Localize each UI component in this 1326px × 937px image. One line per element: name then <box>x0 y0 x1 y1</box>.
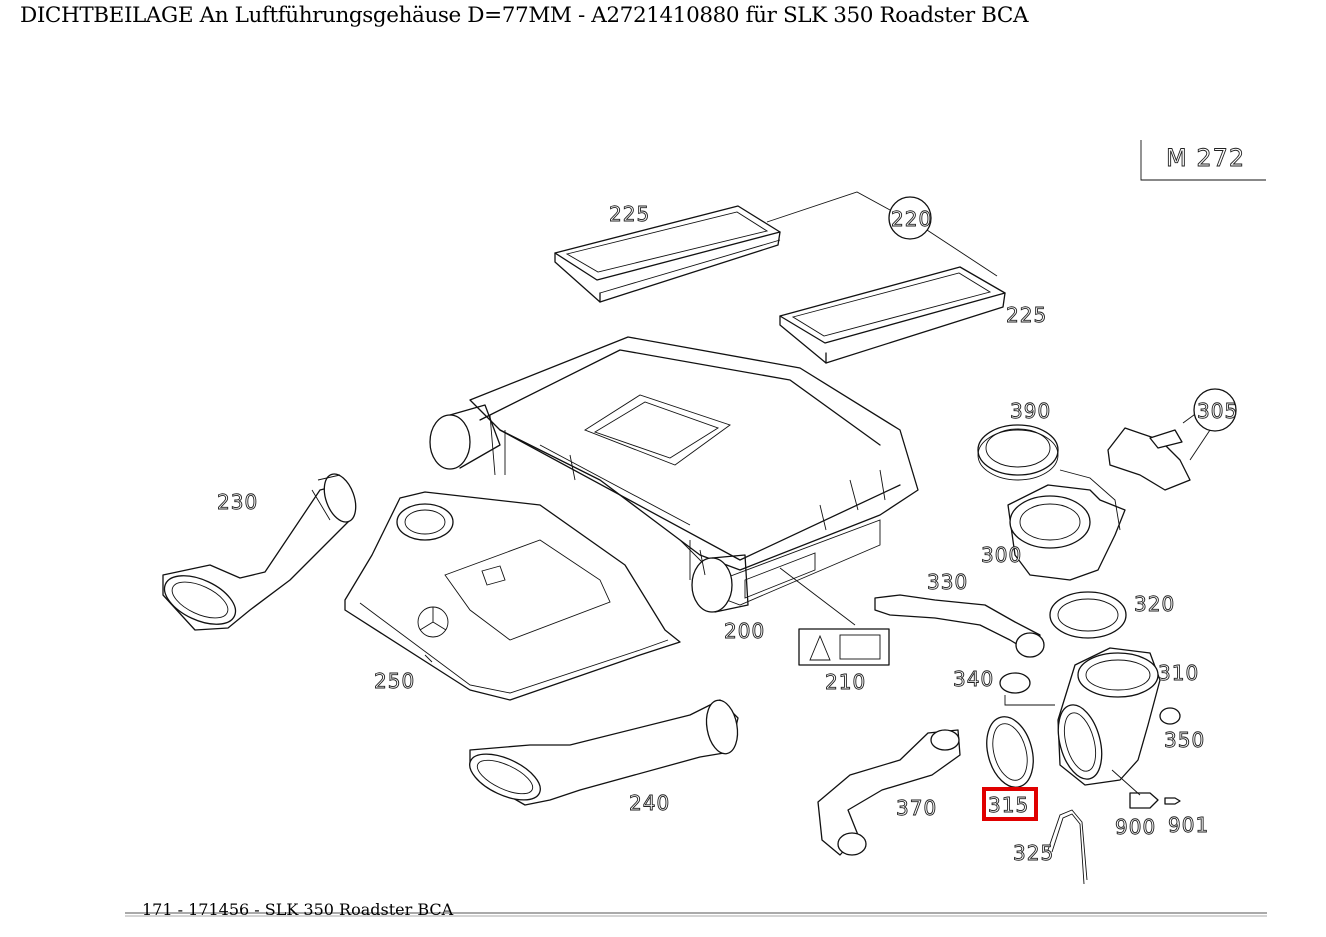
part-label-340[interactable]: 340 <box>953 667 994 692</box>
air-intake-housing-300 <box>1007 469 1126 581</box>
part-label-300[interactable]: 300 <box>981 543 1022 568</box>
callout-circle-305 <box>1193 388 1237 432</box>
engine-code-box: M 272 <box>1140 140 1266 181</box>
page-title: DICHTBEILAGE An Luftführungsgehäuse D=77… <box>20 3 1029 28</box>
leader-220a <box>766 191 891 223</box>
hose-330 <box>874 594 1045 658</box>
warning-label-210 <box>779 567 890 666</box>
bracket-305 <box>1107 411 1211 491</box>
part-label-900[interactable]: 900 <box>1115 815 1156 840</box>
part-label-315[interactable]: 315 <box>988 793 1029 818</box>
part-label-230[interactable]: 230 <box>217 490 258 515</box>
seal-320 <box>1049 591 1127 639</box>
part-label-220[interactable]: 220 <box>891 207 932 232</box>
part-label-310[interactable]: 310 <box>1158 661 1199 686</box>
clamp-340 <box>999 672 1055 706</box>
part-label-225-bottom[interactable]: 225 <box>1006 303 1047 328</box>
part-label-325[interactable]: 325 <box>1013 841 1054 866</box>
callout-circle-220 <box>888 196 932 240</box>
seal-ring-315 <box>986 716 1034 788</box>
air-duct-230 <box>162 473 357 631</box>
footer-vehicle-info: 171 - 171456 - SLK 350 Roadster BCA <box>142 900 454 919</box>
part-label-250[interactable]: 250 <box>374 669 415 694</box>
part-label-200[interactable]: 200 <box>724 619 765 644</box>
engine-code-label: M 272 <box>1166 144 1245 172</box>
engine-cover-250 <box>344 491 681 701</box>
part-label-370[interactable]: 370 <box>896 796 937 821</box>
part-label-305[interactable]: 305 <box>1197 399 1238 424</box>
air-filter-225-top <box>554 205 781 303</box>
highlight-box-315 <box>982 787 1038 821</box>
hose-370 <box>817 729 961 856</box>
part-label-225-top[interactable]: 225 <box>609 202 650 227</box>
air-filter-housing-200 <box>429 336 919 613</box>
part-label-240[interactable]: 240 <box>629 791 670 816</box>
air-duct-240 <box>469 699 739 806</box>
part-label-210[interactable]: 210 <box>825 670 866 695</box>
leader-220b <box>926 229 998 277</box>
air-filter-225-bottom <box>779 266 1006 364</box>
part-label-320[interactable]: 320 <box>1134 592 1175 617</box>
air-duct-housing-310 <box>1057 647 1161 786</box>
part-label-330[interactable]: 330 <box>927 570 968 595</box>
part-label-390[interactable]: 390 <box>1010 399 1051 424</box>
cap-350 <box>1159 707 1181 725</box>
part-label-350[interactable]: 350 <box>1164 728 1205 753</box>
gasket-325 <box>1047 809 1088 885</box>
part-label-901[interactable]: 901 <box>1168 813 1209 838</box>
seal-ring-390 <box>977 424 1059 481</box>
sensor-900-901 <box>1111 769 1181 809</box>
